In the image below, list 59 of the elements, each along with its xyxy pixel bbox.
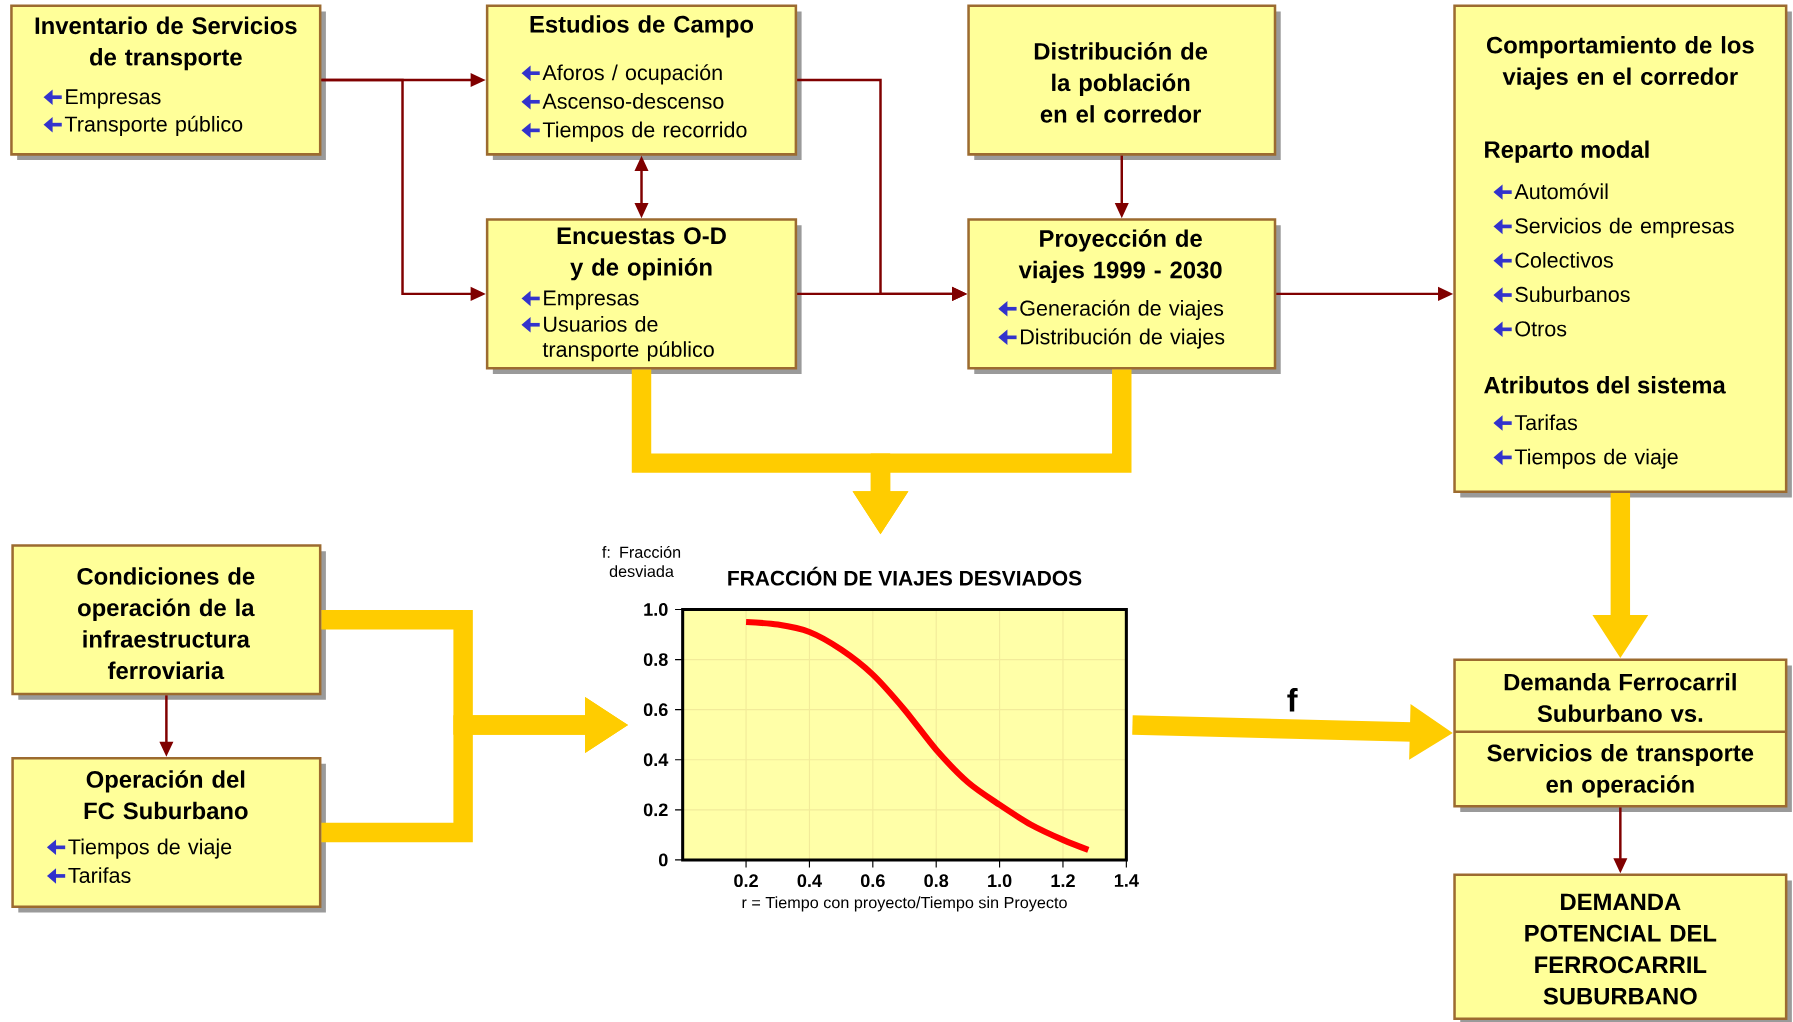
x-tick-label: 1.0 xyxy=(988,874,1012,887)
list-item: Ascenso-descenso xyxy=(542,92,724,109)
list-item: Tiempos de viaje xyxy=(68,838,232,859)
heading: Servicios de transporte en operación xyxy=(1487,743,1754,798)
list-item: Otros xyxy=(1515,321,1567,337)
process-box xyxy=(485,218,802,374)
list-item: Distribución de viajes xyxy=(1021,328,1225,349)
heading: Encuestas O-D y de opinión xyxy=(557,227,726,281)
heading: Demanda Ferrocarril Suburbano vs. xyxy=(1504,672,1736,722)
list-item: Aforos / ocupación xyxy=(542,64,722,85)
list-item: Tarifas xyxy=(68,867,131,883)
chart-title: FRACCIÓN DE VIAJES DESVIADOS xyxy=(728,566,1082,586)
list-item: Servicios de empresas xyxy=(1515,217,1734,238)
list-item: Empresas xyxy=(66,89,161,109)
y-tick-label: 1.0 xyxy=(644,602,668,616)
x-tick-label: 0.4 xyxy=(797,874,822,887)
heading: Proyección de viajes 1999 - 2030 xyxy=(1018,229,1222,283)
line-chart xyxy=(602,545,1139,912)
list-item: Generación de viajes xyxy=(1020,299,1224,320)
heading: Estudios de Campo xyxy=(530,15,754,38)
y-tick-label: 0 xyxy=(658,853,668,867)
x-tick-label: 0.2 xyxy=(734,874,758,887)
subheading: Atributos del sistema xyxy=(1484,375,1726,394)
y-tick-label: 0.6 xyxy=(643,703,668,716)
heading: DEMANDA POTENCIAL DEL FERROCARRIL SUBURBANO xyxy=(1525,893,1717,1005)
x-axis-title: r = Tiempo con proyecto/Tiempo sin Proyecto xyxy=(742,896,1067,912)
heading: Condiciones de operación de la infraestructura ferroviaria xyxy=(77,567,255,679)
process-box xyxy=(1453,4,1792,498)
process-box xyxy=(11,756,326,913)
x-tick-label: 0.6 xyxy=(860,874,885,887)
list-item: Tiempos de viaje xyxy=(1514,448,1678,469)
y-tick-label: 0.8 xyxy=(643,653,668,666)
heading: Operación del FC Suburbano xyxy=(84,770,248,820)
list-item: Empresas xyxy=(544,290,639,310)
process-box xyxy=(1453,658,1792,812)
edge-label: f xyxy=(1284,686,1300,714)
heading: Comportamiento de los viajes en el corredor xyxy=(1487,35,1754,90)
process-box xyxy=(967,4,1281,160)
process-box xyxy=(967,218,1281,374)
list-item: Tarifas xyxy=(1514,414,1578,431)
y-tick-label: 0.2 xyxy=(643,803,668,817)
subheading: Reparto modal xyxy=(1485,140,1649,163)
y-tick-label: 0.4 xyxy=(643,753,669,767)
process-box xyxy=(485,4,802,160)
list-item: Automóvil xyxy=(1514,183,1608,200)
list-item: Tiempos de recorrido xyxy=(542,121,747,142)
x-tick-label: 0.8 xyxy=(924,874,949,887)
process-box xyxy=(10,4,326,160)
list-item: Suburbanos xyxy=(1515,286,1630,302)
process-box xyxy=(1453,873,1792,1022)
axis-title: f: Fracción desviada xyxy=(602,545,681,577)
list-item: Transporte público xyxy=(64,115,243,136)
heading: Inventario de Servicios de transporte xyxy=(35,16,297,71)
list-item: Colectivos xyxy=(1515,251,1613,268)
process-box xyxy=(11,544,326,700)
x-tick-label: 1.4 xyxy=(1114,874,1139,887)
list-item: Usuarios de transporte público xyxy=(542,315,714,362)
x-tick-label: 1.2 xyxy=(1051,874,1075,887)
heading: Distribución de la población en el corredor xyxy=(1034,41,1208,123)
